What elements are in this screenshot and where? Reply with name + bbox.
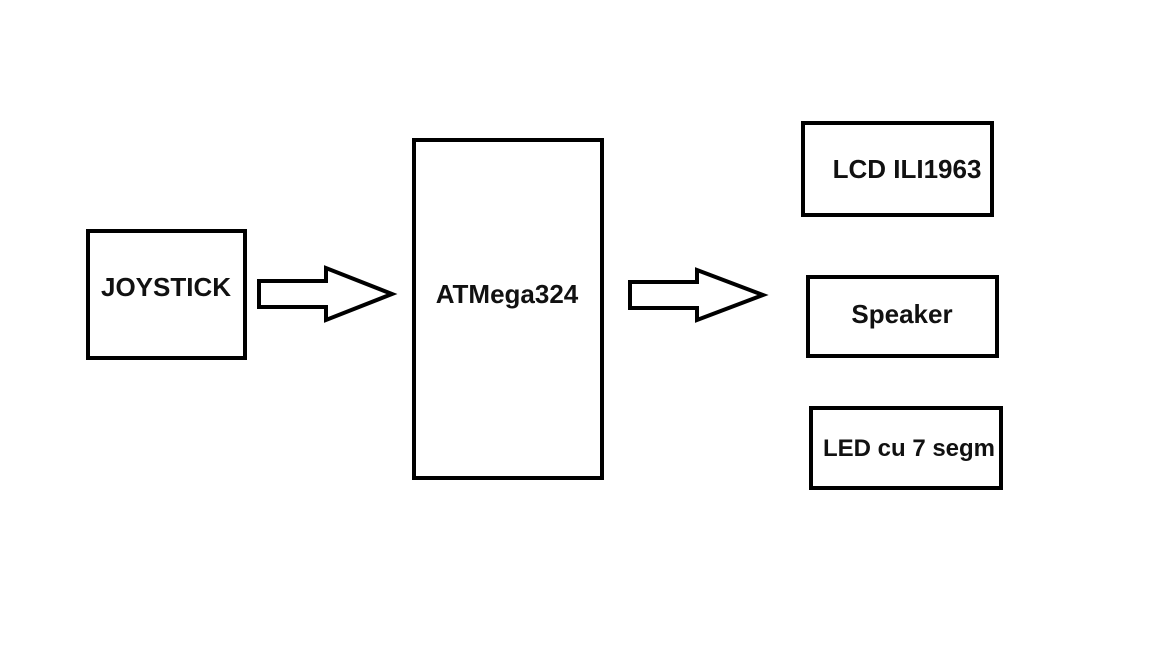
led-7seg-label: LED cu 7 segm xyxy=(823,435,995,462)
joystick-block: JOYSTICK xyxy=(86,229,247,360)
lcd-box xyxy=(801,121,994,217)
lcd-block: LCD ILI1963 xyxy=(801,121,994,217)
led-7seg-block: LED cu 7 segm xyxy=(809,406,1003,490)
joystick-label: JOYSTICK xyxy=(101,272,231,302)
speaker-label: Speaker xyxy=(851,299,952,329)
led-7seg-box xyxy=(809,406,1003,490)
controller-box xyxy=(412,138,604,480)
joystick-box xyxy=(86,229,247,360)
lcd-label: LCD ILI1963 xyxy=(833,154,982,184)
arrow-controller-to-outputs xyxy=(628,267,769,323)
controller-label: ATMega324 xyxy=(436,279,579,309)
speaker-block: Speaker xyxy=(806,275,999,358)
arrow-joystick-to-controller xyxy=(257,265,398,323)
controller-block: ATMega324 xyxy=(412,138,604,480)
speaker-box xyxy=(806,275,999,358)
